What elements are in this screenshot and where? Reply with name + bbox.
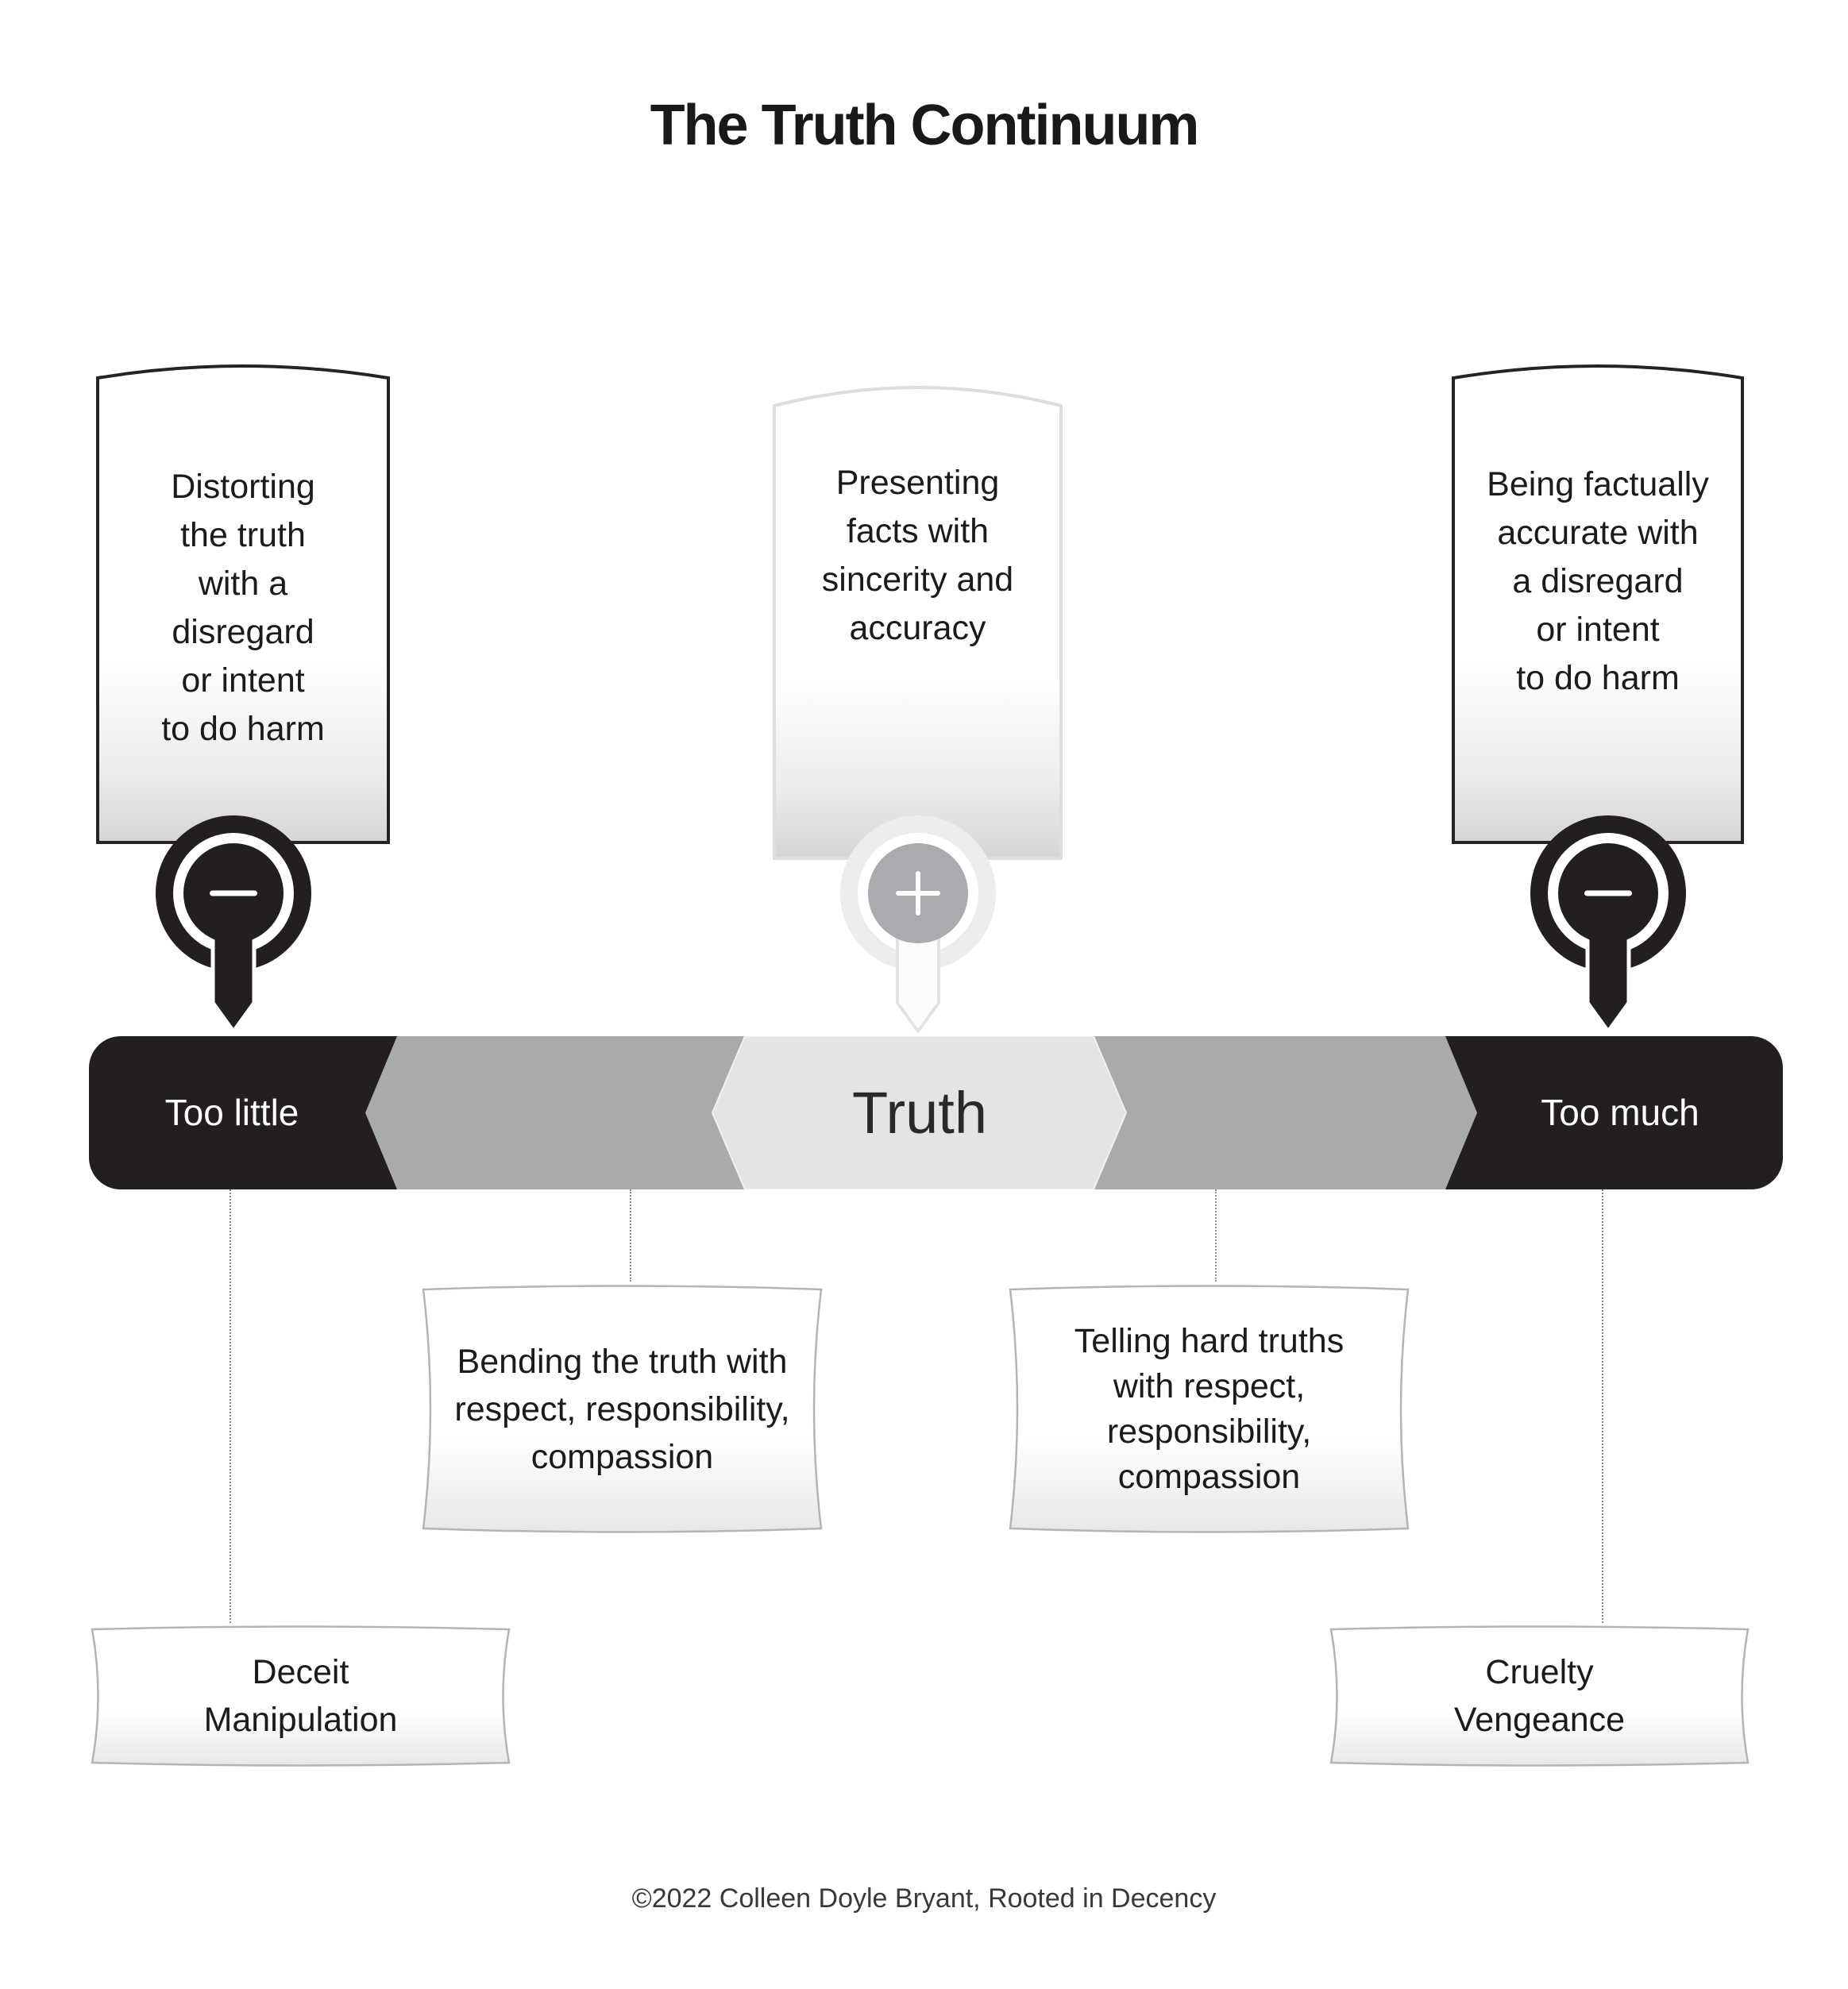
text-line: facts with [846,512,990,550]
text-line: disregard [172,613,314,651]
text-line: to do harm [161,710,325,748]
connector-bending [630,1189,631,1282]
text-line: Deceit [252,1653,349,1691]
text-line: respect, responsibility, [454,1390,790,1428]
text-line: to do harm [1516,659,1680,697]
text-line: with a [198,565,288,603]
scroll-shape [773,386,1063,860]
telling-hard-truths-text: Telling hard truths with respect, respon… [997,1280,1421,1538]
text-line: or intent [1536,611,1660,649]
truth-label: Truth [852,1080,987,1146]
scroll-shape [1009,1285,1410,1533]
connector-telling [1215,1189,1217,1282]
minus-glyph [1584,890,1632,896]
too-much-description-text: Being factually accurate with a disregar… [1450,364,1746,703]
text-line: Distorting [171,468,315,506]
text-line: or intent [181,661,305,700]
continuum-bar: Too little Truth Too much [89,1036,1783,1189]
cruelty-vengeance-box: Cruelty Vengeance [1320,1621,1759,1771]
too-little-description-box: Distorting the truth with a disregard or… [95,364,392,846]
too-much-description-box: Being factually accurate with a disregar… [1450,364,1746,846]
text-line: with respect, [1113,1366,1306,1405]
text-line: responsibility, [1106,1412,1312,1451]
too-much-label: Too much [1541,1092,1699,1133]
scroll-shape [96,364,390,844]
scroll-shape [422,1285,823,1533]
text-line: Manipulation [203,1701,398,1739]
page-title: The Truth Continuum [650,94,1200,157]
deceit-manipulation-box: Deceit Manipulation [81,1621,520,1771]
text-line: a disregard [1512,562,1684,600]
scroll-shape [1452,364,1744,844]
bending-the-truth-box: Bending the truth with respect, responsi… [411,1280,834,1538]
plus-glyph [916,871,920,915]
truth-description-text: Presenting facts with sincerity and accu… [771,384,1064,653]
copyright-footer: ©2022 Colleen Doyle Bryant, Rooted in De… [631,1883,1217,1914]
text-line: Telling hard truths [1074,1321,1345,1360]
plus-pin-icon [840,815,996,1033]
too-little-description-text: Distorting the truth with a disregard or… [95,364,392,754]
text-line: Vengeance [1453,1701,1626,1739]
too-little-label: Too little [165,1092,299,1133]
text-line: the truth [180,516,306,554]
connector-too-little [230,1189,231,1623]
cruelty-vengeance-text: Cruelty Vengeance [1320,1621,1759,1771]
truth-description-box: Presenting facts with sincerity and accu… [771,384,1064,862]
scroll-shape [91,1625,511,1767]
deceit-manipulation-text: Deceit Manipulation [81,1621,520,1771]
telling-hard-truths-box: Telling hard truths with respect, respon… [997,1280,1421,1538]
minus-pin-icon [156,815,311,1034]
text-line: Presenting [835,464,1000,502]
bar-center-segment [711,1036,1128,1189]
text-line: Bending the truth with [457,1342,788,1381]
text-line: accuracy [849,609,986,647]
bending-the-truth-text: Bending the truth with respect, responsi… [411,1280,834,1538]
text-line: Cruelty [1485,1653,1594,1691]
text-line: compassion [1117,1457,1301,1496]
minus-pin-icon [1530,815,1686,1034]
minus-glyph [210,890,257,896]
text-line: sincerity and [821,561,1014,599]
text-line: Being factually [1487,465,1709,503]
text-line: compassion [530,1437,714,1476]
text-line: accurate with [1497,514,1699,552]
scroll-shape [1329,1625,1750,1767]
connector-too-much [1602,1189,1603,1623]
